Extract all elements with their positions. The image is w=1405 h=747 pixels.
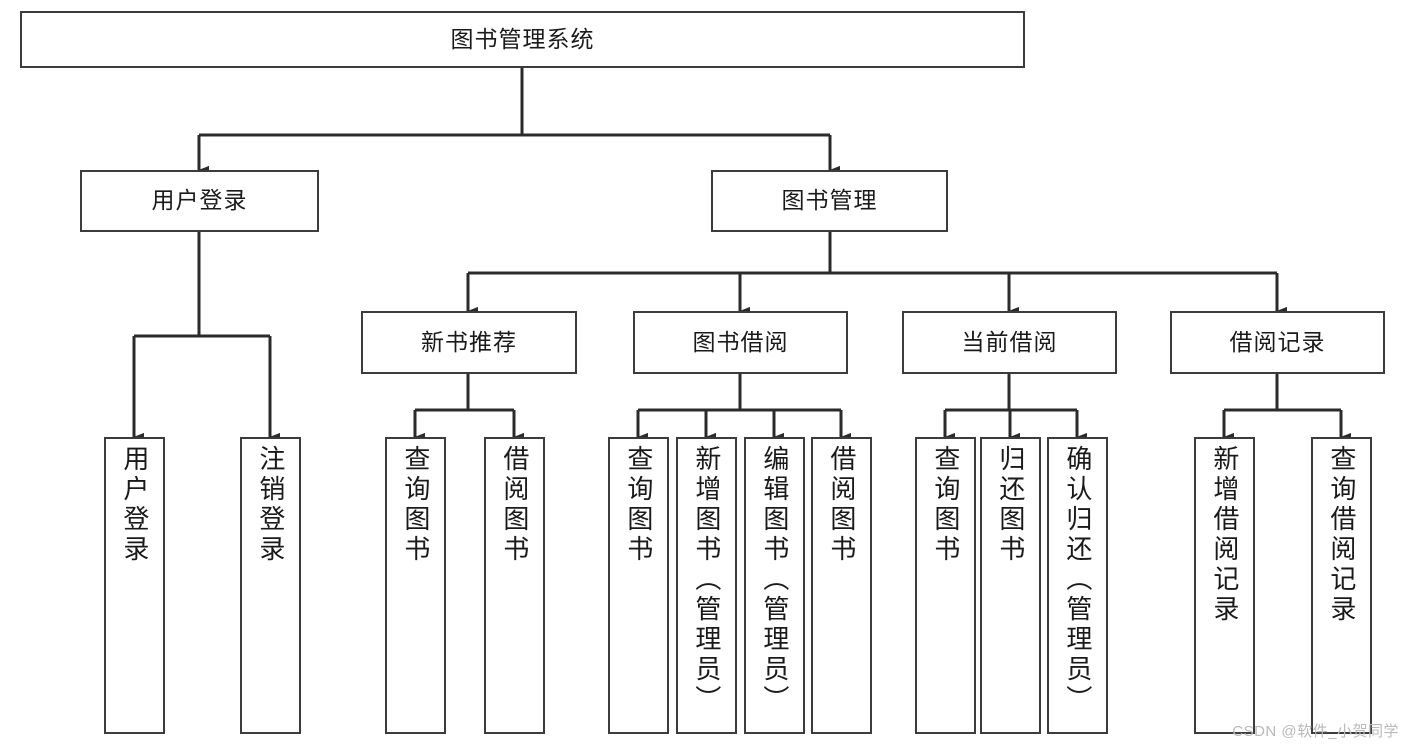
leaf-user-login-signin[interactable]: 用户登录: [104, 437, 165, 734]
node-label: 借阅记录: [1229, 328, 1326, 355]
node-label: 查询图书: [623, 445, 654, 565]
node-label: 查询图书: [400, 445, 431, 565]
node-label: 新书推荐: [421, 328, 517, 355]
node-label: 借阅图书: [499, 445, 530, 565]
leaf-recommend-query-book[interactable]: 查询图书: [385, 437, 446, 734]
node-label: 当前借阅: [961, 328, 1058, 355]
node-label: 查询图书: [930, 445, 961, 565]
node-book-management[interactable]: 图书管理: [711, 170, 948, 232]
node-root-system[interactable]: 图书管理系统: [20, 11, 1025, 68]
node-new-book-recommend[interactable]: 新书推荐: [361, 311, 577, 374]
leaf-borrow-edit-book[interactable]: 编辑图书（管理员）: [744, 437, 805, 734]
node-label: 借阅图书: [826, 445, 857, 565]
node-label: 确认归还（管理员）: [1062, 445, 1093, 715]
node-current-borrow[interactable]: 当前借阅: [902, 311, 1117, 374]
node-label: 图书管理系统: [450, 25, 595, 52]
node-book-borrow[interactable]: 图书借阅: [633, 311, 848, 374]
node-label: 注销登录: [255, 445, 286, 565]
node-label: 新增图书（管理员）: [691, 445, 722, 715]
node-label: 用户登录: [151, 187, 248, 214]
leaf-recommend-borrow-book[interactable]: 借阅图书: [484, 437, 545, 734]
leaf-user-login-signout[interactable]: 注销登录: [240, 437, 301, 734]
leaf-current-confirm-return[interactable]: 确认归还（管理员）: [1047, 437, 1108, 734]
node-borrow-record[interactable]: 借阅记录: [1170, 311, 1385, 374]
node-label: 查询借阅记录: [1326, 445, 1357, 625]
node-label: 用户登录: [119, 445, 150, 565]
leaf-borrow-query-book[interactable]: 查询图书: [608, 437, 669, 734]
node-label: 新增借阅记录: [1209, 445, 1240, 625]
leaf-current-return-book[interactable]: 归还图书: [980, 437, 1041, 734]
node-label: 编辑图书（管理员）: [759, 445, 790, 715]
leaf-record-query-record[interactable]: 查询借阅记录: [1311, 437, 1372, 734]
leaf-current-query-book[interactable]: 查询图书: [915, 437, 976, 734]
leaf-record-add-record[interactable]: 新增借阅记录: [1194, 437, 1255, 734]
node-user-login[interactable]: 用户登录: [80, 170, 319, 232]
leaf-borrow-add-book[interactable]: 新增图书（管理员）: [676, 437, 737, 734]
leaf-borrow-borrow-book[interactable]: 借阅图书: [811, 437, 872, 734]
node-label: 归还图书: [995, 445, 1026, 565]
node-label: 图书管理: [781, 187, 878, 214]
node-label: 图书借阅: [692, 328, 789, 355]
